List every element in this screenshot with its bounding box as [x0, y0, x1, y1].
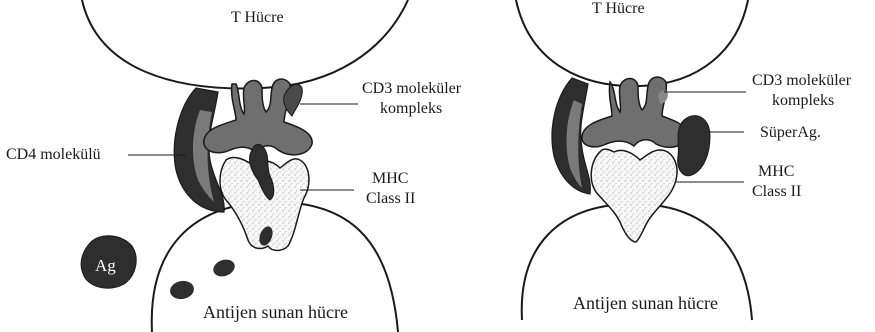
cd4-label: CD4 molekülü	[6, 146, 101, 164]
mhc-label-right: MHC	[758, 163, 794, 181]
cd3-label-left: CD3 moleküler	[362, 80, 461, 98]
mhc-label-left-line2: Class II	[366, 190, 415, 208]
apc-label-left: Antijen sunan hücre	[203, 303, 348, 323]
superantigen	[678, 116, 710, 176]
superantigen-label: SüperAg.	[760, 124, 821, 142]
mhc-class-ii-right	[591, 149, 677, 242]
antigen-fragment-2	[211, 257, 237, 280]
tcr-cd3-complex-right	[582, 77, 686, 147]
t-cell-label-right: T Hücre	[592, 0, 645, 18]
mhc-label-left: MHC	[372, 170, 408, 188]
apc-label-right: Antijen sunan hücre	[573, 294, 718, 314]
left-panel	[81, 0, 408, 332]
antigen-fragment-3	[169, 279, 196, 301]
cd3-label-left-line2: kompleks	[380, 100, 442, 118]
antigen-label: Ag	[95, 257, 116, 276]
t-cell-label-left: T Hücre	[231, 9, 284, 27]
mhc-label-right-line2: Class II	[752, 183, 801, 201]
right-panel	[516, 0, 752, 320]
cd3-label-right: CD3 moleküler	[752, 72, 851, 90]
cd3-label-right-line2: kompleks	[772, 92, 834, 110]
